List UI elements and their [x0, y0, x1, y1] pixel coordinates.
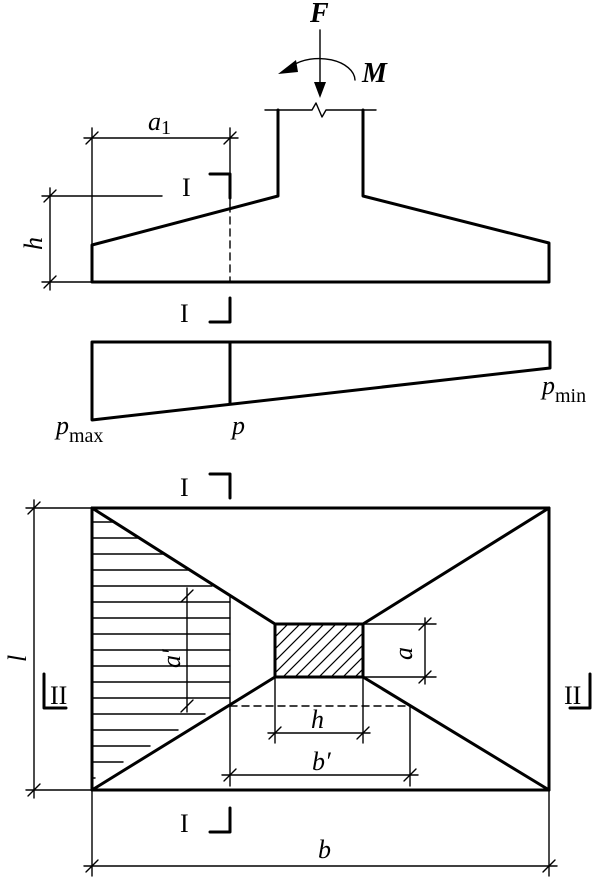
- footing-outline: [90, 108, 551, 284]
- b-prime-label: b′: [312, 747, 331, 776]
- plan-hatch-lines: [91, 521, 231, 779]
- a-prime-tick-bottom: [180, 699, 194, 713]
- section-2-label-right: II: [564, 681, 581, 710]
- l-label: l: [3, 655, 32, 662]
- pmax-label: pmax: [54, 411, 103, 447]
- section-2-marker-left: [42, 672, 68, 710]
- force-arrow-head: [314, 82, 326, 98]
- plan-view: a′ a h b′ l b: [3, 472, 592, 877]
- plan-outline: [90, 506, 551, 792]
- a-prime-tick-top: [180, 589, 194, 603]
- moment-arc: [291, 57, 356, 81]
- a-tick-bottom: [418, 670, 432, 684]
- b-tick-right: [542, 859, 556, 873]
- pressure-diagram: pmax p pmin: [54, 340, 586, 447]
- a1-tick-left: [85, 131, 99, 145]
- h-tick-top: [43, 189, 57, 203]
- a1-tick-right: [223, 131, 237, 145]
- h-plan-label: h: [311, 705, 324, 734]
- a-label: a: [389, 647, 418, 660]
- plan-section-1-marker-bottom: [208, 806, 232, 834]
- h-plan-tick-left: [268, 726, 282, 740]
- b-tick-left: [85, 859, 99, 873]
- force-label: F: [309, 0, 329, 29]
- h-tick-bottom: [43, 275, 57, 289]
- section-2-label-left: II: [50, 681, 67, 710]
- column-section: [273, 622, 365, 679]
- b-label: b: [318, 835, 331, 864]
- section-2-marker-right: [568, 672, 592, 710]
- plan-section-1-label-top: I: [180, 473, 189, 502]
- a-tick-top: [418, 617, 432, 631]
- plan-diagonals: [90, 506, 551, 792]
- h-label: h: [19, 237, 48, 250]
- b-prime-tick-left: [223, 768, 237, 782]
- moment-arrow-head: [278, 60, 298, 74]
- p-label: p: [230, 411, 245, 440]
- plan-section-1-label-bottom: I: [180, 809, 189, 838]
- plan-section-1-marker-top: [208, 472, 232, 500]
- section-1-label-bottom: I: [180, 299, 189, 328]
- section-1-marker-bottom: [208, 296, 232, 324]
- a-prime-label: a′: [157, 649, 186, 668]
- pmin-label: pmin: [540, 371, 586, 407]
- b-prime-tick-right: [403, 768, 417, 782]
- elevation-view: I I a1 h F M: [19, 0, 551, 328]
- l-tick-bottom: [27, 783, 41, 797]
- a1-label: a1: [148, 107, 171, 139]
- h-plan-tick-right: [356, 726, 370, 740]
- moment-label: M: [361, 58, 388, 89]
- section-1-marker-top: [208, 172, 232, 200]
- l-tick-top: [27, 501, 41, 515]
- pressure-outline: [90, 340, 552, 422]
- section-1-label-top: I: [182, 173, 191, 202]
- column-break-line: [264, 102, 377, 118]
